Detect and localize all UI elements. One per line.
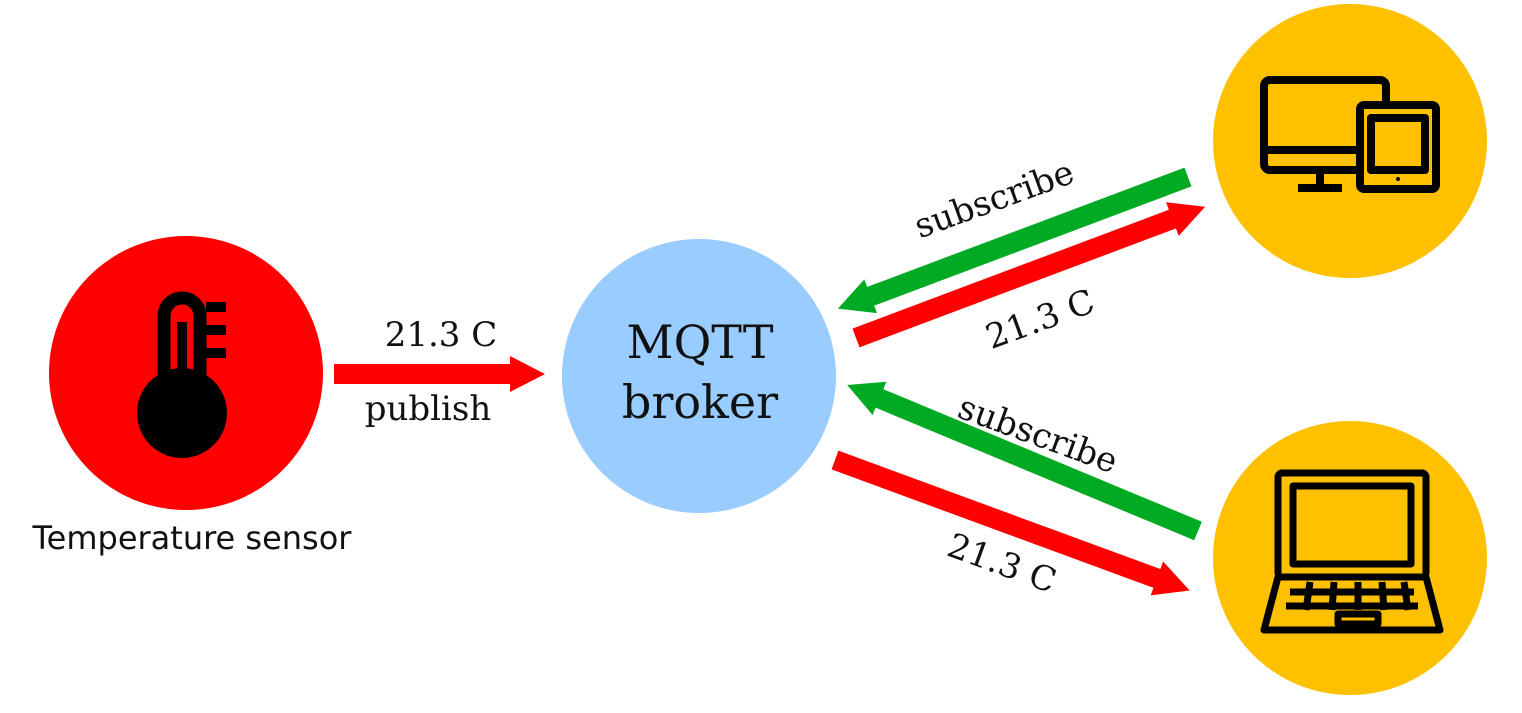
sensor-node: Temperature sensor	[32, 236, 353, 557]
client-top-node	[1213, 4, 1487, 278]
publish-action-label: publish	[365, 389, 492, 429]
value-arrow-top	[852, 202, 1206, 348]
broker-circle	[562, 239, 836, 513]
thermometer-icon	[137, 291, 227, 458]
broker-line2: broker	[622, 375, 778, 429]
client-bottom-circle	[1213, 421, 1487, 695]
sensor-caption: Temperature sensor	[32, 519, 353, 557]
desktop-and-tablet-icon	[1260, 76, 1440, 193]
subscribe-arrow-bottom	[847, 381, 1202, 541]
publish-arrow	[334, 356, 545, 392]
value-arrow-bottom	[831, 450, 1190, 596]
broker-line1: MQTT	[626, 315, 773, 369]
client-bottom-node	[1213, 421, 1487, 695]
laptop-icon	[1260, 469, 1444, 634]
publish-value-label: 21.3 C	[385, 315, 498, 355]
broker-node: MQTT broker	[562, 239, 836, 513]
client-top-circle	[1213, 4, 1487, 278]
subscribe-arrow-top	[837, 167, 1192, 314]
